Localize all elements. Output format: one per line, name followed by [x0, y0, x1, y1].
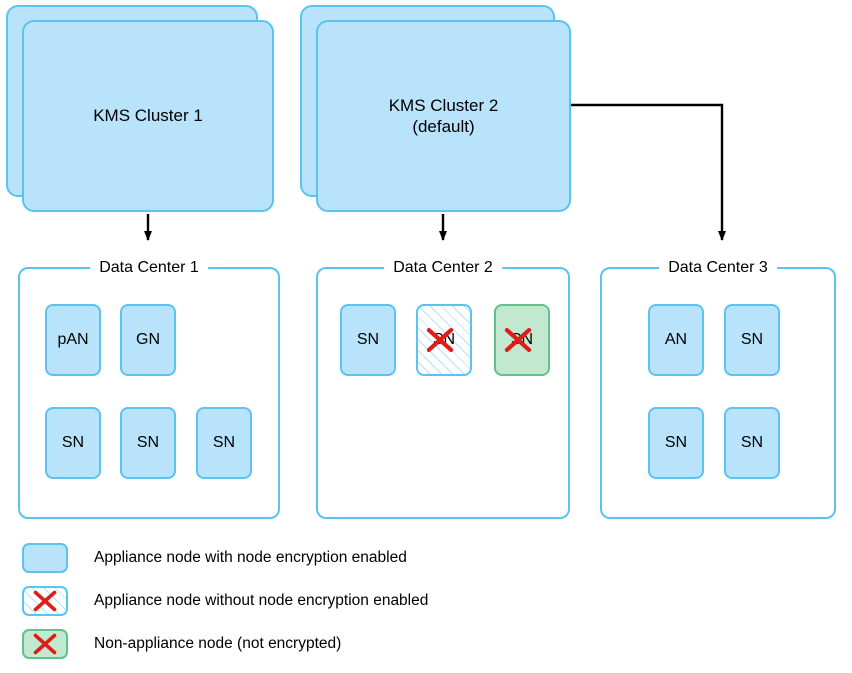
node-sn-1-5[interactable]: SN [196, 407, 252, 479]
kms-cluster-2-card-front [316, 20, 571, 212]
node-sn-1-3[interactable]: SN [45, 407, 101, 479]
data-center-1-title: Data Center 1 [90, 258, 208, 278]
node-sn-2-1[interactable]: SN [340, 304, 396, 376]
node-sn-3-4[interactable]: SN [724, 407, 780, 479]
legend-unencrypted-appliance-text: Appliance node without node encryption e… [94, 592, 429, 609]
node-an-3-1[interactable]: AN [648, 304, 704, 376]
node-sn-3-3[interactable]: SN [648, 407, 704, 479]
node-label: pAN [57, 331, 89, 348]
node-label: AN [664, 331, 688, 348]
node-pan-1-1[interactable]: pAN [45, 304, 101, 376]
data-center-1[interactable]: Data Center 1 pAN GN SN SN SN [18, 258, 280, 519]
legend-non-appliance-text: Non-appliance node (not encrypted) [94, 635, 342, 652]
legend-encrypted-appliance: Appliance node with node encryption enab… [22, 540, 428, 576]
legend-unencrypted-appliance-swatch [22, 586, 68, 616]
kms-cluster-2[interactable]: KMS Cluster 2 (default) [300, 5, 571, 212]
node-label: SN [510, 331, 534, 348]
kms-cluster-1[interactable]: KMS Cluster 1 [6, 5, 274, 212]
legend: Appliance node with node encryption enab… [22, 540, 428, 669]
data-center-3[interactable]: Data Center 3 AN SN SN SN [600, 258, 836, 519]
red-x-icon [33, 633, 57, 655]
node-label: SN [740, 434, 764, 451]
node-label: GN [136, 331, 160, 348]
node-label: SN [212, 434, 236, 451]
data-center-2-title: Data Center 2 [384, 258, 502, 278]
node-gn-1-2[interactable]: GN [120, 304, 176, 376]
legend-unencrypted-appliance: Appliance node without node encryption e… [22, 583, 428, 619]
node-sn-3-2[interactable]: SN [724, 304, 780, 376]
legend-encrypted-appliance-text: Appliance node with node encryption enab… [94, 549, 407, 566]
node-sn-1-4[interactable]: SN [120, 407, 176, 479]
connector-cluster2-to-dc3 [571, 103, 726, 241]
node-sn-2-2[interactable]: SN [416, 304, 472, 376]
node-label: SN [664, 434, 688, 451]
node-label: SN [356, 331, 380, 348]
data-center-3-title: Data Center 3 [659, 258, 777, 278]
node-label: SN [61, 434, 85, 451]
node-sn-2-3[interactable]: SN [494, 304, 550, 376]
legend-encrypted-appliance-swatch [22, 543, 68, 573]
node-label: SN [432, 331, 456, 348]
node-label: SN [740, 331, 764, 348]
red-x-icon [33, 590, 57, 612]
legend-non-appliance: Non-appliance node (not encrypted) [22, 626, 428, 662]
legend-non-appliance-swatch [22, 629, 68, 659]
node-label: SN [136, 434, 160, 451]
kms-cluster-1-card-front [22, 20, 274, 212]
data-center-2[interactable]: Data Center 2 SN SN SN [316, 258, 570, 519]
